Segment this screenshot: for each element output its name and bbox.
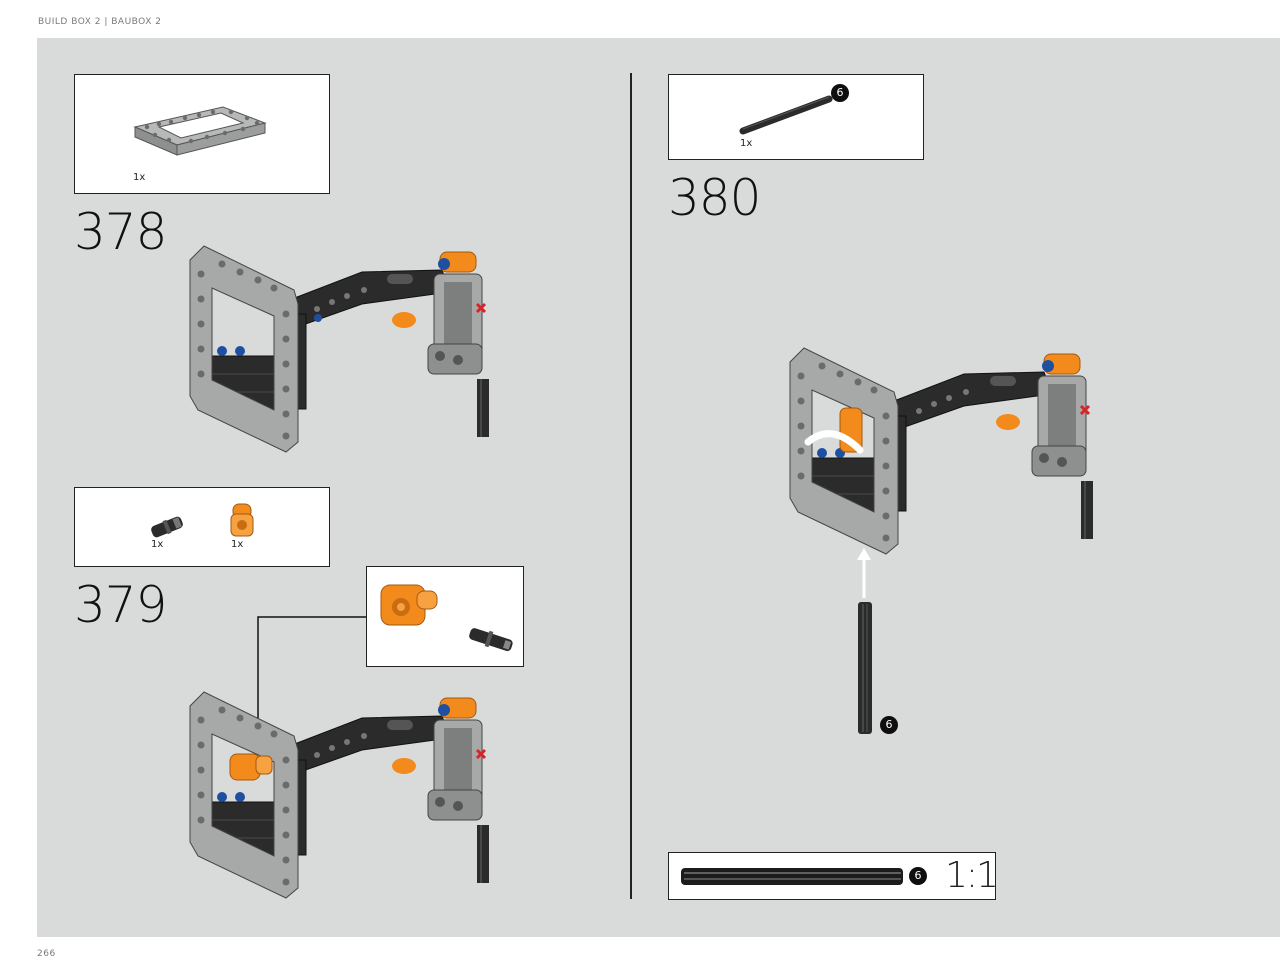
- column-divider: [630, 73, 632, 899]
- step-380-assembly: [789, 347, 1093, 555]
- header-title: BUILD BOX 2 | BAUBOX 2: [38, 17, 162, 27]
- axle-length-badge-assembly: 6: [880, 716, 898, 734]
- scale-reference-box: 6 1:1: [668, 852, 999, 900]
- step-379-assembly: [189, 691, 489, 899]
- step-378-number: 378: [74, 203, 167, 261]
- orange-angle-connector-qty: 1x: [231, 539, 244, 550]
- step-380-number: 380: [668, 169, 761, 227]
- open-frame-qty: 1x: [133, 172, 146, 183]
- axle-scale-icon: [681, 868, 903, 885]
- insert-axle-arrow: [857, 548, 871, 598]
- axle-length-badge: 6: [831, 84, 849, 102]
- step-379-parts-box: 1x 1x: [74, 487, 330, 567]
- connector-peg-part-icon: [151, 516, 183, 538]
- step-379-callout-box: [366, 566, 524, 667]
- vertical-axle-icon: [858, 602, 872, 734]
- connector-peg-qty: 1x: [151, 539, 164, 550]
- orange-angle-connector-part-icon: [230, 503, 254, 537]
- scale-ratio-label: 1:1: [945, 855, 999, 896]
- step-378-assembly: [189, 245, 489, 453]
- step-379-number: 379: [74, 576, 167, 634]
- callout-assembly-icon: [380, 584, 513, 652]
- step-380-parts-box: 6 1x: [668, 74, 924, 160]
- scale-length-badge: 6: [909, 867, 927, 885]
- axle-qty: 1x: [740, 138, 753, 149]
- axle-part-icon: [739, 95, 833, 135]
- open-frame-part-icon: [133, 106, 267, 156]
- page-number: 266: [37, 949, 56, 959]
- step-378-parts-box: 1x: [74, 74, 330, 194]
